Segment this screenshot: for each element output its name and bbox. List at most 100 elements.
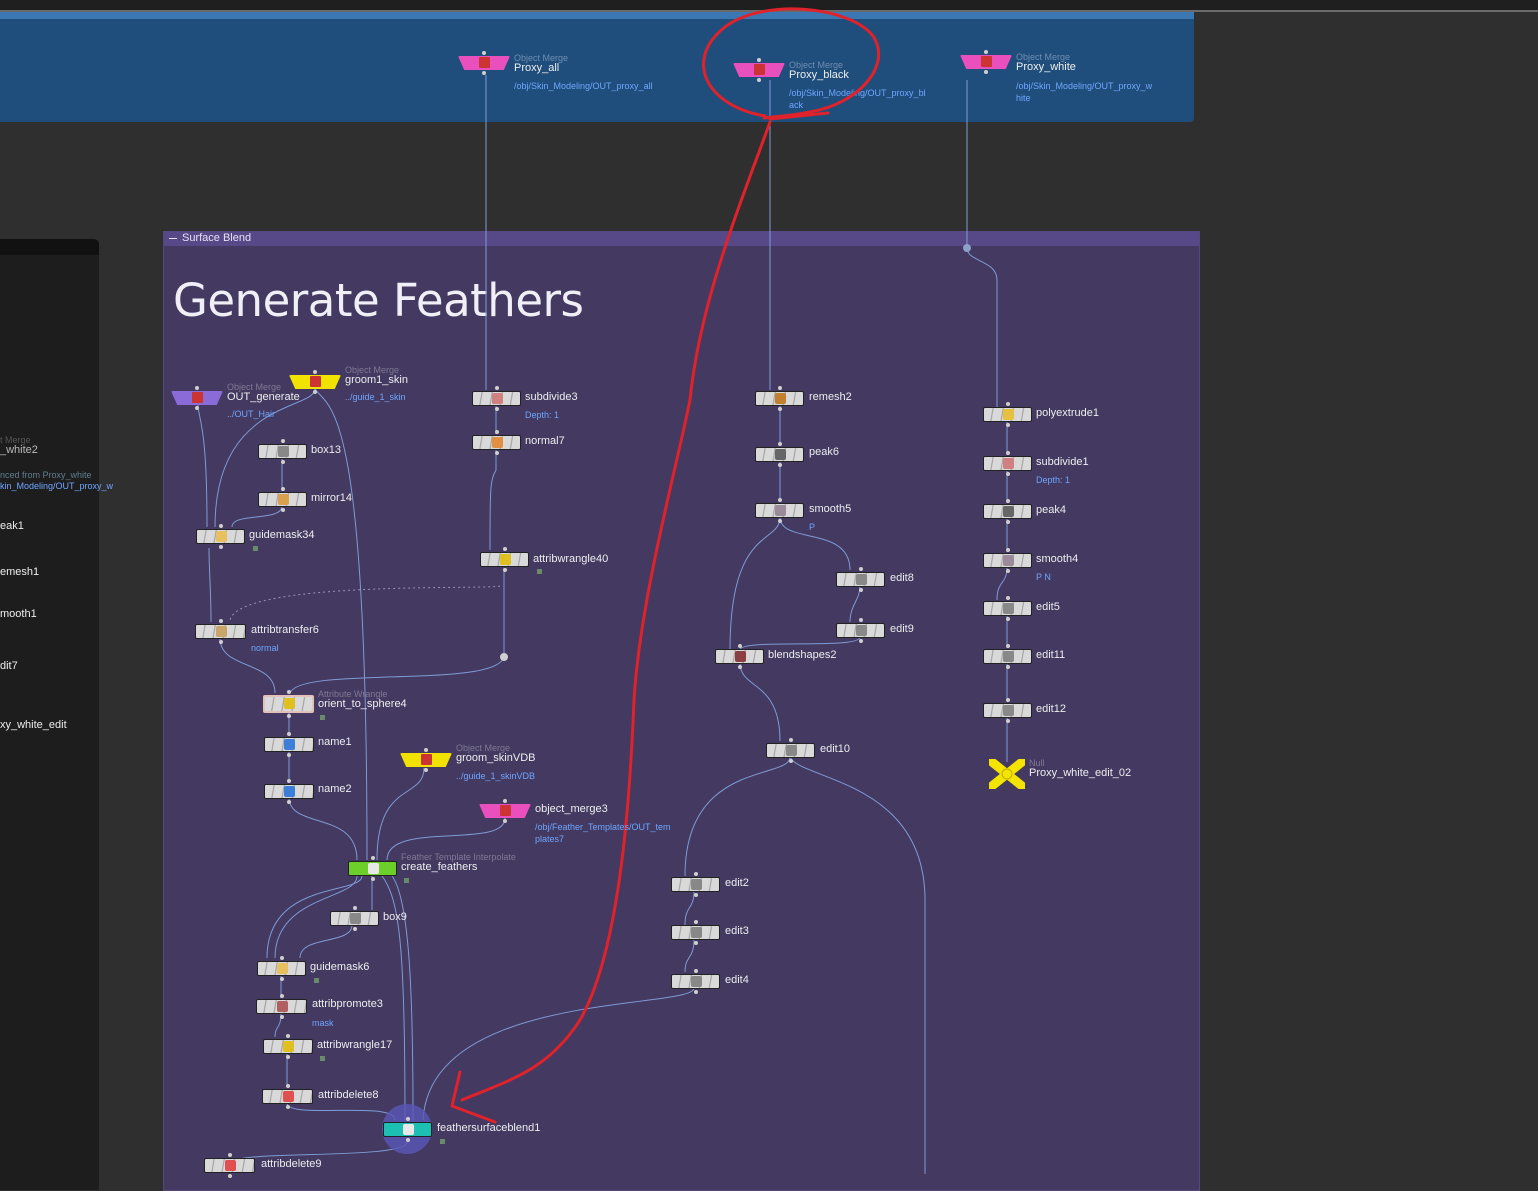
output-connector[interactable] — [227, 1174, 232, 1178]
input-connector[interactable] — [1005, 451, 1010, 455]
side-item-4[interactable]: dit7 — [0, 660, 18, 672]
input-connector[interactable] — [503, 799, 507, 803]
out-generate-node[interactable] — [171, 391, 223, 405]
input-connector[interactable] — [280, 439, 285, 443]
output-connector[interactable] — [279, 977, 284, 981]
side-item-5[interactable]: xy_white_edit — [0, 719, 67, 731]
output-connector[interactable] — [313, 390, 317, 394]
attribdelete8-node[interactable] — [262, 1089, 313, 1104]
input-connector[interactable] — [693, 969, 698, 973]
side-network-panel[interactable]: t Merge _white2 nced from Proxy_white ki… — [0, 239, 113, 1190]
output-connector[interactable] — [777, 519, 782, 523]
edit2-node[interactable] — [671, 877, 720, 892]
input-connector[interactable] — [218, 619, 223, 623]
input-connector[interactable] — [858, 567, 863, 571]
output-connector[interactable] — [777, 463, 782, 467]
input-connector[interactable] — [280, 487, 285, 491]
input-connector[interactable] — [757, 58, 761, 62]
output-connector[interactable] — [693, 941, 698, 945]
output-connector[interactable] — [286, 1055, 290, 1059]
input-connector[interactable] — [482, 51, 486, 55]
output-connector[interactable] — [482, 71, 486, 75]
proxy-all-node[interactable] — [458, 56, 510, 70]
input-connector[interactable] — [1005, 644, 1010, 648]
guidemask34-node[interactable] — [196, 529, 245, 544]
input-connector[interactable] — [494, 386, 499, 390]
output-connector[interactable] — [424, 768, 428, 772]
output-connector[interactable] — [279, 1015, 284, 1019]
output-connector[interactable] — [494, 407, 499, 411]
input-connector[interactable] — [279, 956, 284, 960]
smooth4-node[interactable] — [983, 553, 1032, 568]
name1-node[interactable] — [264, 737, 314, 752]
mirror14-node[interactable] — [258, 492, 307, 507]
attribtransfer6-node[interactable] — [195, 624, 246, 639]
edit12-node[interactable] — [983, 703, 1032, 718]
output-connector[interactable] — [788, 759, 793, 763]
output-connector[interactable] — [1005, 569, 1010, 573]
null-node-x-icon[interactable] — [989, 759, 1025, 789]
input-connector[interactable] — [424, 748, 428, 752]
proxy-white-node[interactable] — [960, 55, 1012, 69]
input-connector[interactable] — [858, 618, 863, 622]
surface-blend-header[interactable]: Surface Blend — [164, 231, 1199, 246]
peak6-node[interactable] — [755, 447, 804, 462]
edit5-node[interactable] — [983, 601, 1032, 616]
output-connector[interactable] — [502, 568, 507, 572]
output-connector[interactable] — [405, 1138, 410, 1142]
input-connector[interactable] — [279, 994, 284, 998]
peak4-node[interactable] — [983, 504, 1032, 519]
output-connector[interactable] — [286, 714, 291, 718]
input-connector[interactable] — [352, 906, 357, 910]
output-connector[interactable] — [370, 877, 375, 881]
input-connector[interactable] — [1005, 402, 1010, 406]
input-connector[interactable] — [737, 644, 742, 648]
edit10-node[interactable] — [766, 743, 815, 758]
attribwrangle17-node[interactable] — [263, 1039, 313, 1054]
object-merge3-node[interactable] — [479, 804, 531, 818]
output-connector[interactable] — [1005, 472, 1010, 476]
normal7-node[interactable] — [472, 435, 521, 450]
edit4-node[interactable] — [671, 974, 720, 989]
side-item-3[interactable]: mooth1 — [0, 608, 37, 620]
output-connector[interactable] — [858, 588, 863, 592]
edit9-node[interactable] — [836, 623, 885, 638]
output-connector[interactable] — [737, 665, 742, 669]
output-connector[interactable] — [287, 800, 291, 804]
output-connector[interactable] — [1005, 423, 1010, 427]
edit8-node[interactable] — [836, 572, 885, 587]
input-connector[interactable] — [494, 430, 499, 434]
attribwrangle40-node[interactable] — [480, 552, 529, 567]
attribdelete9-node[interactable] — [204, 1158, 255, 1173]
proxy-black-node[interactable] — [733, 63, 785, 77]
output-connector[interactable] — [1005, 617, 1010, 621]
input-connector[interactable] — [1005, 698, 1010, 702]
input-connector[interactable] — [287, 732, 291, 736]
feathersurfaceblend1-node[interactable] — [383, 1122, 432, 1137]
output-connector[interactable] — [285, 1105, 290, 1109]
output-connector[interactable] — [280, 508, 285, 512]
output-connector[interactable] — [503, 819, 507, 823]
output-connector[interactable] — [984, 70, 988, 74]
subdivide1-node[interactable] — [983, 456, 1032, 471]
input-connector[interactable] — [1005, 548, 1010, 552]
input-connector[interactable] — [777, 498, 782, 502]
output-connector[interactable] — [287, 753, 291, 757]
input-connector[interactable] — [313, 370, 317, 374]
input-connector[interactable] — [1005, 596, 1010, 600]
name2-node[interactable] — [264, 784, 314, 799]
output-connector[interactable] — [218, 640, 223, 644]
orient-to-sphere4-node[interactable] — [263, 695, 314, 713]
input-connector[interactable] — [984, 50, 988, 54]
output-connector[interactable] — [494, 451, 499, 455]
output-connector[interactable] — [693, 893, 698, 897]
output-connector[interactable] — [757, 78, 761, 82]
input-connector[interactable] — [693, 920, 698, 924]
box13-node[interactable] — [258, 444, 307, 459]
side-item-1[interactable]: eak1 — [0, 520, 24, 532]
polyextrude1-node[interactable] — [983, 407, 1032, 422]
output-connector[interactable] — [693, 990, 698, 994]
output-connector[interactable] — [280, 460, 285, 464]
remesh2-node[interactable] — [755, 391, 804, 406]
side-item-2[interactable]: emesh1 — [0, 566, 40, 578]
